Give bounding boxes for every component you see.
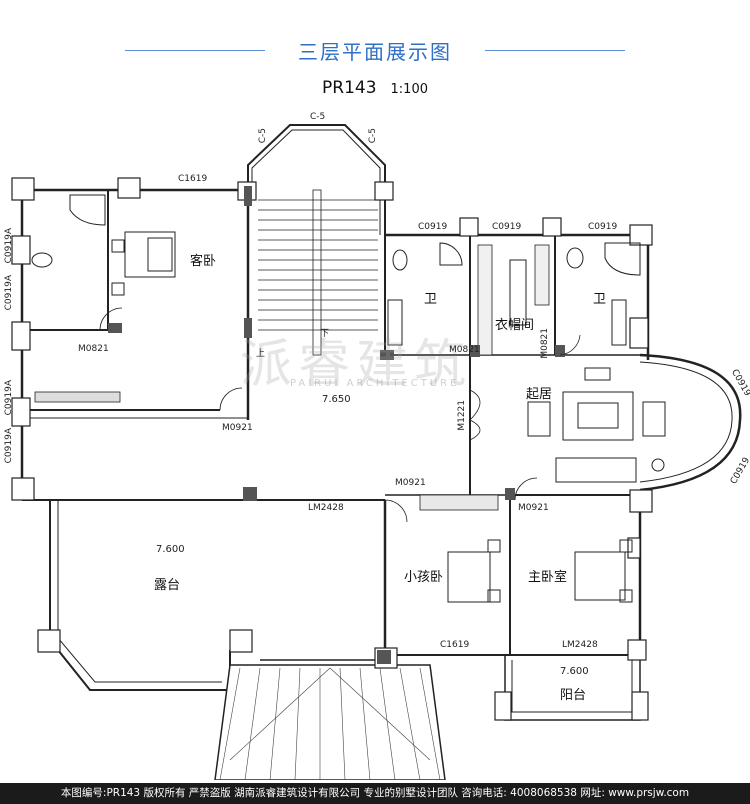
roof-hatch bbox=[219, 667, 441, 780]
title-bar: 三层平面展示图 bbox=[0, 30, 750, 70]
code-c0919a-3: C0919A bbox=[4, 380, 14, 416]
plan-scale: 1:100 bbox=[390, 82, 428, 97]
watermark-sub: PAIRUI ARCHITECTURE bbox=[290, 378, 460, 389]
code-lm2428-b: LM2428 bbox=[562, 640, 598, 650]
room-label-closet: 衣帽间 bbox=[495, 318, 535, 333]
room-label-guest-bedroom: 客卧 bbox=[190, 254, 217, 269]
code-m0921-a: M0921 bbox=[222, 423, 253, 433]
balcony-outline bbox=[504, 655, 641, 721]
code-c5-right: C-5 bbox=[368, 128, 378, 144]
code-m0821-right: M0821 bbox=[540, 328, 550, 359]
title-rule-right bbox=[485, 50, 625, 51]
code-c1619-bottom: C1619 bbox=[440, 640, 470, 650]
code-c0919-b: C0919 bbox=[492, 222, 522, 232]
code-m0821-mid: M0821 bbox=[449, 345, 480, 355]
code-c0919a-4: C0919A bbox=[4, 428, 14, 464]
code-m0921-b: M0921 bbox=[395, 478, 426, 488]
columns bbox=[11, 177, 653, 721]
dark-columns bbox=[108, 186, 565, 664]
code-m1221: M1221 bbox=[457, 400, 467, 431]
room-label-living: 起居 bbox=[526, 387, 553, 402]
room-label-terrace: 露台 bbox=[154, 578, 181, 593]
floor-plan bbox=[11, 124, 742, 780]
code-m0821-left: M0821 bbox=[78, 344, 109, 354]
title-rule-left bbox=[125, 50, 265, 51]
room-label-balcony: 阳台 bbox=[560, 688, 587, 703]
bay-window bbox=[639, 353, 742, 492]
code-c0919a-1: C0919A bbox=[4, 228, 14, 264]
roof bbox=[214, 664, 446, 780]
room-label-bathroom-left: 卫 bbox=[424, 292, 438, 307]
level-hall: 7.650 bbox=[322, 394, 351, 405]
watermark: 派睿建筑 bbox=[240, 335, 473, 395]
footer-bar: 本图编号:PR143 版权所有 严禁盗版 湖南派睿建筑设计有限公司 专业的别墅设… bbox=[0, 783, 750, 804]
room-label-bathroom-right: 卫 bbox=[593, 292, 607, 307]
code-c0919-a: C0919 bbox=[418, 222, 448, 232]
furniture bbox=[31, 194, 666, 603]
doors bbox=[99, 307, 581, 523]
code-c5-top: C-5 bbox=[310, 112, 326, 122]
stair-down-label: 下 bbox=[320, 329, 330, 339]
code-c0919a-2: C0919A bbox=[4, 275, 14, 311]
stair-tower-outline bbox=[247, 124, 386, 240]
code-c5-left: C-5 bbox=[258, 128, 268, 144]
level-balcony: 7.600 bbox=[560, 666, 589, 677]
code-c1619-top: C1619 bbox=[178, 174, 208, 184]
terrace-outline bbox=[49, 500, 231, 691]
code-m0921-c: M0921 bbox=[518, 503, 549, 513]
level-terrace: 7.600 bbox=[156, 544, 185, 555]
plan-code-line: PR143 1:100 bbox=[0, 78, 750, 98]
code-c0919-c: C0919 bbox=[588, 222, 618, 232]
room-label-master-bedroom: 主卧室 bbox=[528, 570, 568, 585]
code-lm2428-a: LM2428 bbox=[308, 503, 344, 513]
page-title: 三层平面展示图 bbox=[298, 40, 452, 64]
stair-up-label: 上 bbox=[256, 349, 266, 359]
plan-code: PR143 bbox=[322, 78, 377, 98]
room-label-kids-bedroom: 小孩卧 bbox=[404, 570, 444, 585]
stair-steps bbox=[258, 189, 378, 356]
